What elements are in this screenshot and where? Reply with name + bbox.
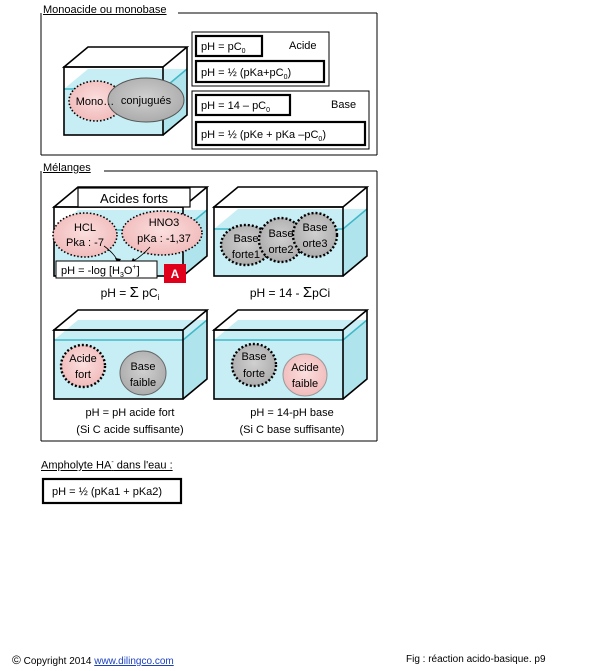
acid-hcl-pka: Pka : -7 — [66, 237, 104, 249]
ball-base-faible-line2: faible — [130, 377, 156, 389]
mono-left-label: Mono… — [76, 96, 115, 108]
ball-acide-fort-line2: fort — [75, 369, 91, 381]
copyright-symbol: © — [12, 653, 21, 667]
strong-acids-title-box — [77, 187, 191, 208]
acid-formula-1: pH = pC0 — [201, 41, 246, 55]
mono-section-frame — [40, 12, 378, 156]
website-link[interactable]: www.dilingco.com — [94, 656, 174, 667]
base-ball-2-line1: Base — [268, 228, 293, 240]
ampholyte-label: Ampholyte HA — [41, 459, 112, 472]
badge-a-label: A — [171, 267, 180, 281]
mono-right-label: conjugués — [121, 95, 172, 107]
ampholyte-charge: - — [111, 459, 114, 466]
ampholyte-formula-box — [41, 477, 183, 505]
base-strong-caption-2: (Si C base suffisante) — [240, 424, 345, 436]
base-group-label: Base — [331, 99, 356, 111]
acid-group-label: Acide — [289, 40, 317, 52]
inner-formula: pH = -log [H3O+] — [61, 264, 140, 279]
inner-formula-box — [55, 260, 158, 279]
acid-formula-2: pH = ½ (pKa+pC0) — [201, 67, 291, 81]
acid-hno3-name: HNO3 — [149, 217, 180, 229]
base-formula-1-box — [194, 93, 292, 117]
ball-acide-fort-line1: Acide — [69, 353, 97, 365]
base-formula-2: pH = ½ (pKe + pKa –pC0) — [201, 129, 326, 143]
badge-a — [164, 264, 186, 283]
section-header-melanges: Mélanges — [43, 162, 91, 174]
mono-right-ball — [107, 77, 185, 123]
base-formula-2-box — [194, 120, 367, 147]
acid-ball-hcl — [52, 212, 118, 258]
ball-acide-faible — [282, 353, 328, 397]
ball-acide-fort — [59, 343, 107, 389]
ampholyte-formula: pH = ½ (pKa1 + pKa2) — [52, 486, 162, 498]
figure-caption: Fig : réaction acido-basique. p9 — [406, 654, 546, 665]
base-ball-1-line1: Base — [233, 233, 258, 245]
base-ball-2-line2: orte2 — [268, 244, 293, 256]
acid-strong-caption-1: pH = pH acide fort — [86, 407, 175, 419]
acid-strong-caption-2: (Si C acide suffisante) — [76, 424, 183, 436]
ball-base-faible — [119, 350, 167, 396]
base-ball-3-line2: orte3 — [302, 238, 327, 250]
base-ball-1-line2: forte1 — [232, 249, 260, 261]
acid-ball-hno3 — [121, 210, 203, 256]
footer-copyright: © Copyright 2014 www.dilingco.com — [12, 653, 174, 667]
strong-acids-caption: pH = Σ pCi — [101, 284, 160, 302]
acid-hcl-name: HCL — [74, 222, 96, 234]
base-strong-caption-1: pH = 14-pH base — [250, 407, 333, 419]
acid-hno3-pka: pKa : -1,37 — [137, 233, 191, 245]
melanges-section-frame — [40, 170, 378, 442]
ball-base-forte — [230, 342, 278, 388]
ball-base-forte-line2: forte — [243, 368, 265, 380]
ball-acide-faible-line2: faible — [292, 378, 318, 390]
ball-base-forte-line1: Base — [241, 351, 266, 363]
acid-formula-1-box — [194, 34, 264, 58]
strong-acids-title: Acides forts — [100, 191, 168, 206]
section-header-monoacide: Monoacide ou monobase — [43, 4, 167, 16]
tank-acid-strong-base-weak — [51, 309, 210, 400]
base-formula-1: pH = 14 – pC0 — [201, 100, 270, 114]
base-ball-3 — [291, 211, 339, 259]
strong-bases-caption: pH = 14 - ΣpCi — [250, 284, 330, 301]
copyright-text: Copyright 2014 — [23, 656, 95, 667]
ampholyte-tail: dans l'eau : — [113, 459, 173, 472]
acid-formula-2-box — [194, 59, 326, 84]
base-ball-3-line1: Base — [302, 222, 327, 234]
ball-base-faible-line1: Base — [130, 361, 155, 373]
ball-acide-faible-line1: Acide — [291, 362, 319, 374]
section-header-ampholyte: Ampholyte HA- dans l'eau : — [41, 459, 173, 472]
